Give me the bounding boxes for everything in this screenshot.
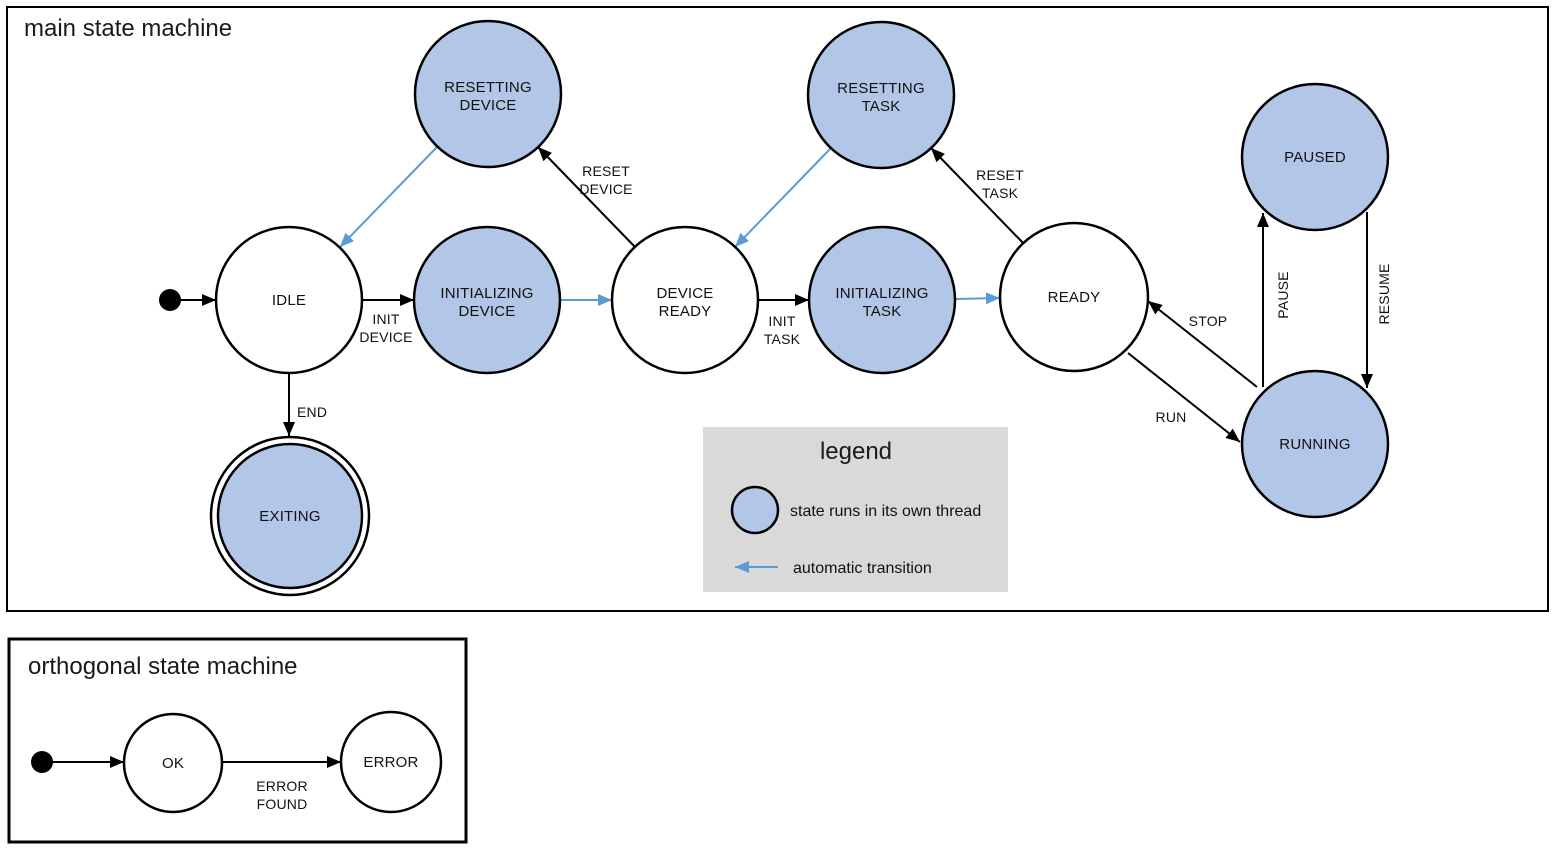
- transition-label-init-task: INIT TASK: [764, 313, 801, 347]
- svg-text:TASK: TASK: [863, 303, 902, 320]
- orthogonal-initial-state-marker: [31, 751, 53, 773]
- transition-label-init-device: INIT DEVICE: [359, 311, 412, 345]
- svg-text:ERROR: ERROR: [256, 778, 308, 794]
- svg-text:INITIALIZING: INITIALIZING: [440, 285, 533, 302]
- orthogonal-title: orthogonal state machine: [28, 653, 298, 680]
- svg-text:DEVICE: DEVICE: [656, 285, 713, 302]
- main-title: main state machine: [24, 15, 232, 42]
- state-ok-label: OK: [162, 755, 184, 772]
- svg-text:RESETTING: RESETTING: [837, 80, 925, 97]
- svg-text:INIT: INIT: [372, 311, 399, 327]
- transition-auto-resetting-task-to-device-ready: [734, 147, 832, 248]
- state-initializing-device-label: INITIALIZING DEVICE: [440, 285, 533, 320]
- state-resetting-device: [413, 19, 563, 169]
- svg-text:RESET: RESET: [976, 167, 1024, 183]
- svg-text:FOUND: FOUND: [257, 796, 308, 812]
- state-ready-label: READY: [1048, 289, 1101, 306]
- transition-label-end: END: [297, 404, 327, 420]
- svg-text:DEVICE: DEVICE: [458, 303, 515, 320]
- transition-auto-initializing-task-to-ready: [954, 292, 1001, 305]
- transition-label-stop: STOP: [1189, 313, 1228, 329]
- transition-label-resume: RESUME: [1376, 263, 1392, 324]
- svg-text:TASK: TASK: [982, 185, 1019, 201]
- transition-label-run: RUN: [1156, 409, 1187, 425]
- state-error: [339, 710, 443, 814]
- state-idle-label: IDLE: [272, 292, 306, 309]
- state-running-label: RUNNING: [1279, 436, 1350, 453]
- transition-label-pause: PAUSE: [1275, 271, 1291, 318]
- orthogonal-state-machine: orthogonal state machine ERROR FOUND OK …: [7, 637, 468, 844]
- main-state-machine: main state machine INIT DEVICE RESET DEV…: [6, 6, 1549, 612]
- state-initializing-device: [412, 225, 562, 375]
- state-resetting-device-label: RESETTING DEVICE: [444, 79, 532, 114]
- svg-text:DEVICE: DEVICE: [359, 329, 412, 345]
- legend-title: legend: [820, 438, 892, 465]
- state-exiting: EXITING: [209, 435, 371, 597]
- state-exiting-inner: [216, 442, 364, 590]
- state-device-ready: [610, 225, 760, 375]
- state-idle: [214, 225, 364, 375]
- state-paused: [1240, 82, 1390, 232]
- legend-auto-label: automatic transition: [793, 560, 932, 577]
- svg-text:INITIALIZING: INITIALIZING: [835, 285, 928, 302]
- svg-text:TASK: TASK: [862, 98, 901, 115]
- transition-reset-device: [537, 146, 636, 248]
- state-running: [1240, 369, 1390, 519]
- transition-label-reset-task: RESET TASK: [976, 167, 1024, 201]
- state-error-label: ERROR: [363, 754, 418, 771]
- state-exiting-label: EXITING: [259, 508, 320, 525]
- state-device-ready-label: DEVICE READY: [656, 285, 713, 320]
- state-resetting-task: [806, 20, 956, 170]
- state-ok: [122, 712, 224, 814]
- initial-state-marker: [159, 289, 181, 311]
- state-ready: [998, 221, 1150, 373]
- svg-text:READY: READY: [659, 303, 712, 320]
- transition-label-reset-device: RESET DEVICE: [579, 163, 632, 197]
- state-resetting-task-label: RESETTING TASK: [837, 80, 925, 115]
- svg-text:DEVICE: DEVICE: [459, 97, 516, 114]
- legend: legend state runs in its own thread auto…: [703, 427, 1008, 592]
- svg-text:RESET: RESET: [582, 163, 630, 179]
- transition-reset-task: [930, 147, 1025, 245]
- transition-auto-resetting-device-to-idle: [339, 146, 438, 248]
- state-paused-label: PAUSED: [1284, 149, 1346, 166]
- svg-text:TASK: TASK: [764, 331, 801, 347]
- legend-thread-state-icon: [730, 485, 780, 535]
- svg-text:INIT: INIT: [768, 313, 795, 329]
- state-initializing-task: [807, 225, 957, 375]
- transition-label-error-found: ERROR FOUND: [256, 778, 308, 812]
- state-initializing-task-label: INITIALIZING TASK: [835, 285, 928, 320]
- svg-text:DEVICE: DEVICE: [579, 181, 632, 197]
- transition-stop: [1147, 300, 1258, 388]
- legend-thread-label: state runs in its own thread: [790, 503, 981, 520]
- transition-run: [1127, 352, 1241, 443]
- svg-text:RESETTING: RESETTING: [444, 79, 532, 96]
